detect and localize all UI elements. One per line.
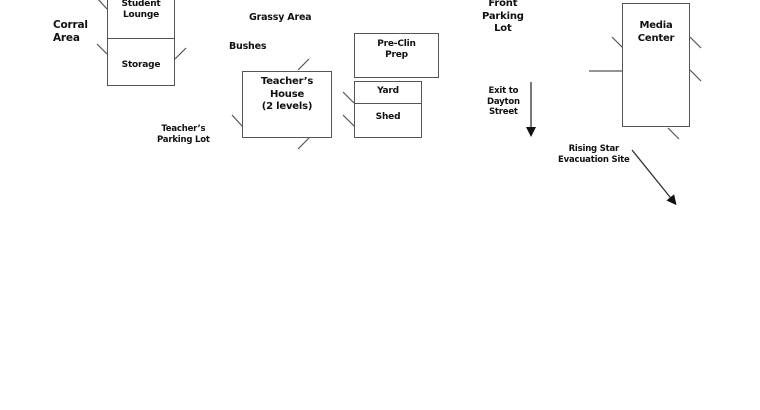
student-lounge-label: Student Lounge xyxy=(121,0,161,21)
bushes-label: Bushes xyxy=(229,41,267,52)
door-marker xyxy=(689,36,702,49)
door-marker xyxy=(297,58,310,71)
teachers-house-building: Teacher’s House (2 levels) xyxy=(242,71,332,138)
corral-area-label: Corral Area xyxy=(53,19,88,45)
yard-area: Yard xyxy=(354,81,422,104)
storage-building: Storage xyxy=(107,38,175,86)
door-marker xyxy=(231,114,243,127)
door-marker xyxy=(611,36,624,49)
storage-label: Storage xyxy=(121,60,161,70)
shed-label: Shed xyxy=(375,112,401,122)
student-lounge-building: Student Lounge xyxy=(107,0,175,39)
evacuation-arrow xyxy=(631,149,677,206)
pre-clin-prep-building: Pre-Clin Prep xyxy=(354,33,439,78)
evacuation-site-label: Rising Star Evacuation Site xyxy=(558,144,630,165)
media-center-building: Media Center xyxy=(622,3,690,127)
exit-dayton-street-label: Exit to Dayton Street xyxy=(487,86,520,118)
door-marker xyxy=(96,43,108,55)
door-marker xyxy=(689,69,702,82)
shed-building: Shed xyxy=(354,103,422,138)
yard-label: Yard xyxy=(377,86,399,96)
door-marker xyxy=(342,91,355,104)
door-marker xyxy=(667,127,680,140)
pre-clin-prep-label: Pre-Clin Prep xyxy=(377,39,416,61)
grassy-area-label: Grassy Area xyxy=(249,12,312,23)
door-marker xyxy=(174,47,187,60)
door-marker xyxy=(297,137,310,150)
teachers-parking-lot-label: Teacher’s Parking Lot xyxy=(157,124,210,145)
teachers-house-label: Teacher’s House (2 levels) xyxy=(260,76,314,112)
door-marker xyxy=(98,0,108,10)
media-center-label: Media Center xyxy=(637,20,675,44)
door-marker xyxy=(342,114,355,127)
front-parking-lot-label: Front Parking Lot xyxy=(482,0,524,34)
